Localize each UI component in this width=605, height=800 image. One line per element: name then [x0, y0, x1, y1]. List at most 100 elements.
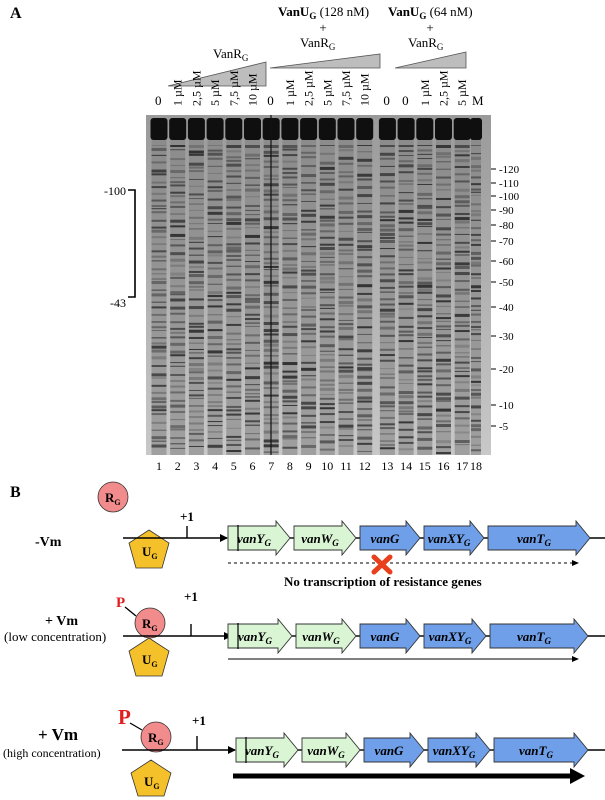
gel-band: [454, 344, 470, 348]
gel-band: [436, 334, 451, 338]
gel-top-band: [206, 118, 224, 140]
gel-band: [436, 213, 451, 217]
gel-band: [338, 282, 354, 286]
ladder-mark: -30: [499, 331, 514, 343]
gel-band: [245, 354, 260, 357]
gel-band: [282, 230, 298, 232]
gel-band: [398, 221, 414, 224]
gene-arrow-vanG: [359, 519, 421, 557]
gel-band: [454, 352, 470, 354]
gel-band: [151, 219, 167, 222]
gel-band: [436, 369, 451, 373]
gel-band: [417, 149, 433, 152]
gel-band: [357, 407, 373, 410]
group2-title: VanUG (128 nM): [278, 4, 369, 21]
gel-band: [471, 243, 481, 246]
gel-band: [436, 440, 451, 444]
gel-band: [207, 186, 223, 189]
gel-band: [379, 298, 395, 301]
gel-band: [417, 426, 433, 430]
row2-subcondition: (low concentration): [4, 629, 106, 644]
row2-phospho-bond: [124, 606, 137, 617]
gel-band: [151, 229, 167, 233]
gel-band: [357, 357, 373, 360]
gel-lane: [226, 135, 242, 455]
lane-number-4: 4: [212, 459, 218, 473]
row1-regulator-u: [128, 529, 170, 569]
gel-band: [379, 173, 395, 177]
gel-band: [319, 152, 335, 155]
gel-band: [170, 428, 186, 431]
lane-conc-9: 2,5 µM: [302, 70, 316, 106]
gel-band: [301, 425, 317, 429]
gene-arrow-vanG: [363, 731, 425, 769]
gel-band: [245, 388, 260, 391]
gel-band: [454, 338, 470, 341]
gel-band: [226, 357, 242, 359]
lane-number-10: 10: [321, 459, 333, 473]
gel-band: [436, 358, 451, 362]
gel-band: [417, 222, 433, 226]
gel-band: [357, 173, 373, 177]
gel-band: [417, 164, 433, 168]
gel-band: [245, 433, 260, 435]
gel-band: [379, 239, 395, 243]
gel-band: [188, 336, 204, 339]
gel-band: [398, 406, 414, 410]
gel-band: [417, 359, 433, 362]
gel-band: [417, 192, 433, 196]
gel-band: [454, 361, 470, 364]
group1-title-sub: G: [242, 53, 249, 63]
gel-band: [226, 218, 242, 222]
gel-band: [170, 354, 186, 357]
lane-conc-11: 7,5 µM: [339, 70, 353, 106]
gel-band: [188, 260, 204, 264]
gel-band: [151, 405, 167, 409]
gel-band: [188, 254, 204, 256]
gel-band: [319, 145, 335, 146]
gel-band: [379, 228, 395, 232]
gel-band: [319, 366, 335, 368]
gel-band: [245, 420, 260, 423]
gel-band: [357, 310, 373, 314]
gel-band: [357, 222, 373, 226]
gel-band: [226, 303, 242, 306]
gel-band: [170, 145, 186, 147]
gel-band: [226, 343, 242, 346]
gel-band: [188, 322, 204, 325]
gel-band: [338, 411, 354, 414]
gel-band: [301, 430, 317, 433]
group2-plus: +: [319, 20, 326, 35]
ladder-mark: -100: [499, 191, 520, 203]
gene-arrow-vanW: [293, 519, 357, 557]
gel-band: [151, 154, 167, 156]
gel-band: [188, 162, 204, 166]
ladder-mark: -110: [499, 178, 519, 190]
gene-label-vanT: vanTG: [519, 743, 553, 760]
gel-band: [207, 387, 223, 390]
gene-arrow-vanY: [227, 519, 291, 557]
gel-band: [282, 438, 298, 440]
gel-band: [245, 384, 260, 386]
gel-band: [170, 258, 186, 262]
gel-band: [301, 174, 317, 178]
gel-band: [471, 313, 481, 316]
gel-band: [207, 382, 223, 384]
lane-conc-7: 0: [267, 93, 274, 108]
gel-band: [319, 394, 335, 396]
gel-band: [471, 339, 481, 341]
row3-regulator-r: [140, 721, 172, 753]
gel-band: [151, 326, 167, 329]
gel-band: [398, 441, 414, 444]
gel-band: [151, 421, 167, 424]
gel-band: [151, 278, 167, 281]
gel-band: [319, 190, 335, 194]
gel-band: [170, 411, 186, 413]
gel-band: [319, 413, 335, 416]
gel-band: [282, 237, 298, 239]
gel-band: [379, 386, 395, 389]
gene-arrow-vanW: [301, 731, 361, 769]
gel-band: [170, 213, 186, 215]
